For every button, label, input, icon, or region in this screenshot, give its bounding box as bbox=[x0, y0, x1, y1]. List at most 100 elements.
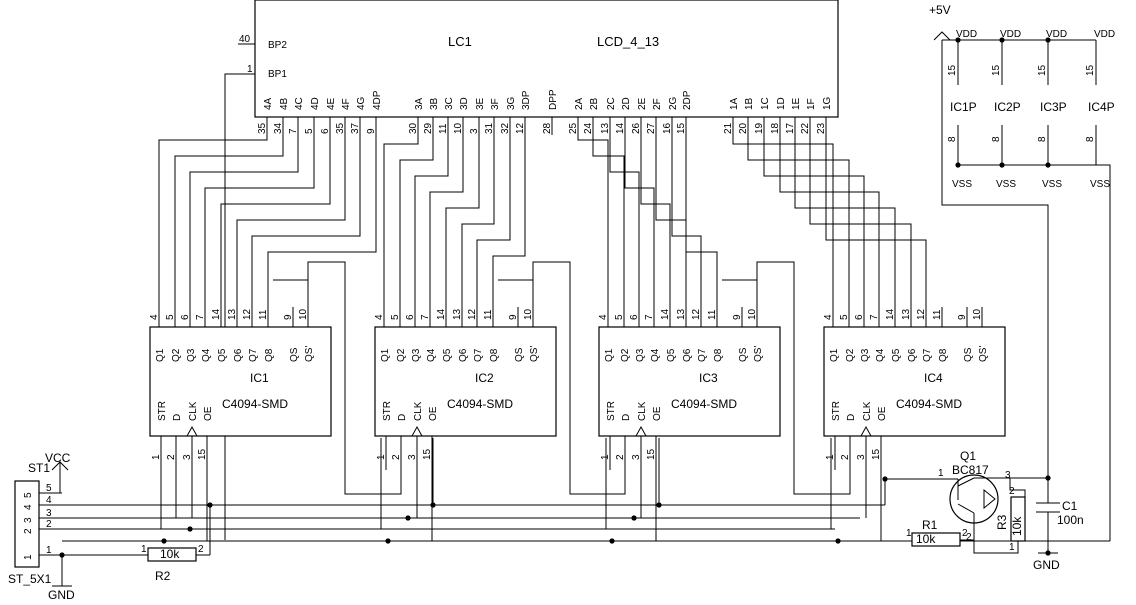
chip-out-label: Q6 bbox=[233, 348, 244, 362]
chip-ref: IC2 bbox=[475, 371, 494, 385]
junction-dot bbox=[1045, 475, 1051, 481]
chip-in-pin: 15 bbox=[646, 448, 657, 460]
chip-out-pin: 7 bbox=[869, 314, 880, 320]
lcd-seg-label-11: 3D bbox=[459, 97, 470, 110]
junctions bbox=[59, 37, 1051, 558]
lcd-seg-label-22: 2F bbox=[652, 98, 663, 110]
shift-registers: IC1C4094-SMD4Q15Q26Q37Q414Q513Q612Q711Q8… bbox=[149, 307, 1006, 470]
chip-out-label: Q8 bbox=[264, 348, 275, 362]
chip-out-label: Q1 bbox=[380, 348, 391, 362]
chip-ic3: IC3C4094-SMD4Q15Q26Q37Q414Q513Q612Q711Q8… bbox=[598, 307, 781, 470]
chip-in-label: CLK bbox=[188, 401, 199, 421]
chip-out-pin: 6 bbox=[854, 314, 865, 320]
chip-out-pin: 4 bbox=[374, 314, 385, 320]
lcd-seg-pin-5: 35 bbox=[335, 122, 346, 134]
lcd-ref: LC1 bbox=[448, 34, 472, 49]
chip-part: C4094-SMD bbox=[447, 397, 513, 411]
lcd-seg-pin-7: 9 bbox=[366, 128, 377, 134]
chip-out-label: Q5 bbox=[891, 348, 902, 362]
chip-in-label: CLK bbox=[637, 401, 648, 421]
lcd-seg-pin-18: 24 bbox=[583, 122, 594, 134]
lcd-seg-pin-15: 12 bbox=[515, 122, 526, 134]
chip-ic4: IC4C4094-SMD4Q15Q26Q37Q414Q513Q612Q711Q8… bbox=[823, 307, 1006, 470]
chip-in-label: CLK bbox=[862, 401, 873, 421]
lcd-bp2-pin: 40 bbox=[239, 34, 251, 45]
chip-in-label: STR bbox=[606, 401, 617, 421]
junction-dot bbox=[609, 538, 615, 544]
chip-out-pin: 13 bbox=[676, 308, 687, 320]
power-section: +5V VDD15IC1P8VSSVDD15IC2P8VSSVDD15IC3P8… bbox=[929, 3, 1115, 190]
chip-out-label: Q2 bbox=[396, 348, 407, 362]
chip-part: C4094-SMD bbox=[896, 397, 962, 411]
junction-dot bbox=[207, 502, 213, 508]
chip-out-label: QS bbox=[514, 347, 525, 362]
chip-out-pin: 12 bbox=[916, 308, 927, 320]
lcd-seg-label-3: 4D bbox=[310, 97, 321, 110]
chip-out-label: QS' bbox=[978, 346, 989, 362]
chip-out-pin: 4 bbox=[598, 314, 609, 320]
lcd-seg-pin-10: 11 bbox=[438, 123, 449, 134]
lcd-seg-pin-9: 29 bbox=[423, 122, 434, 134]
lcd-seg-label-8: 3A bbox=[414, 97, 425, 110]
lcd-seg-label-1: 4B bbox=[279, 97, 290, 110]
chip-out-label: QS' bbox=[753, 346, 764, 362]
chip-out-label: Q7 bbox=[473, 348, 484, 362]
junction-dot bbox=[656, 502, 662, 508]
chip-body bbox=[149, 326, 332, 437]
lcd-seg-pin-26: 20 bbox=[738, 122, 749, 134]
chip-out-label: Q1 bbox=[829, 348, 840, 362]
vdd-label: VDD bbox=[1094, 29, 1115, 40]
lcd-seg-pin-3: 5 bbox=[304, 128, 315, 134]
junction-dot bbox=[955, 37, 961, 43]
chip-out-label: Q8 bbox=[489, 348, 500, 362]
lcd-seg-label-26: 1B bbox=[744, 97, 755, 110]
chip-out-pin: 5 bbox=[839, 314, 850, 320]
resistor-r3: 10k R3 2 1 bbox=[973, 486, 1026, 554]
chip-ref: IC3 bbox=[699, 371, 718, 385]
chip-out-label: Q4 bbox=[201, 348, 212, 362]
r3-value: 10k bbox=[1010, 516, 1024, 536]
vss-label: VSS bbox=[1042, 179, 1062, 190]
chip-out-pin: 4 bbox=[823, 314, 834, 320]
power-unit-ref: IC1P bbox=[950, 100, 977, 114]
chip-in-pin: 15 bbox=[197, 448, 208, 460]
junction-dot bbox=[631, 515, 637, 521]
lcd-seg-label-20: 2D bbox=[621, 97, 632, 110]
chip-out-label: Q1 bbox=[155, 348, 166, 362]
junction-dot bbox=[882, 476, 888, 482]
r3-pin2: 2 bbox=[1009, 486, 1015, 497]
chip-out-label: Q2 bbox=[620, 348, 631, 362]
lcd-seg-pin-30: 22 bbox=[800, 122, 811, 134]
connector-vcc: VCC bbox=[45, 451, 71, 465]
lcd-seg-label-5: 4F bbox=[341, 98, 352, 110]
lcd-segment-wiring bbox=[158, 135, 927, 541]
gnd-label: GND bbox=[1033, 558, 1060, 572]
chip-out-label: QS bbox=[289, 347, 300, 362]
chip-out-label: Q8 bbox=[713, 348, 724, 362]
r2-value: 10k bbox=[160, 547, 180, 561]
chip-in-label: D bbox=[397, 414, 408, 421]
chip-out-pin: 6 bbox=[180, 314, 191, 320]
chip-out-label: QS bbox=[963, 347, 974, 362]
lcd-seg-pin-22: 27 bbox=[646, 122, 657, 134]
lcd-seg-pin-25: 21 bbox=[723, 122, 734, 134]
chip-out-label: Q5 bbox=[666, 348, 677, 362]
chip-out-label: Q3 bbox=[411, 348, 422, 362]
chip-in-label: D bbox=[621, 414, 632, 421]
chip-out-label: QS bbox=[738, 347, 749, 362]
lcd-seg-pin-27: 19 bbox=[754, 122, 765, 134]
r3-pin1: 1 bbox=[1009, 542, 1015, 553]
chip-out-pin: 10 bbox=[747, 308, 758, 320]
connector-pin-num: 5 bbox=[46, 483, 52, 494]
chip-in-label: D bbox=[172, 414, 183, 421]
lcd-seg-label-16: DPP bbox=[548, 89, 559, 110]
lcd-seg-label-13: 3F bbox=[490, 98, 501, 110]
resistor-r1: 10k R1 1 2 bbox=[885, 518, 974, 547]
chip-body bbox=[374, 326, 557, 437]
r2-pin1: 1 bbox=[141, 544, 147, 555]
chip-out-pin: 11 bbox=[707, 309, 718, 320]
q1-pin1: 1 bbox=[938, 468, 944, 479]
